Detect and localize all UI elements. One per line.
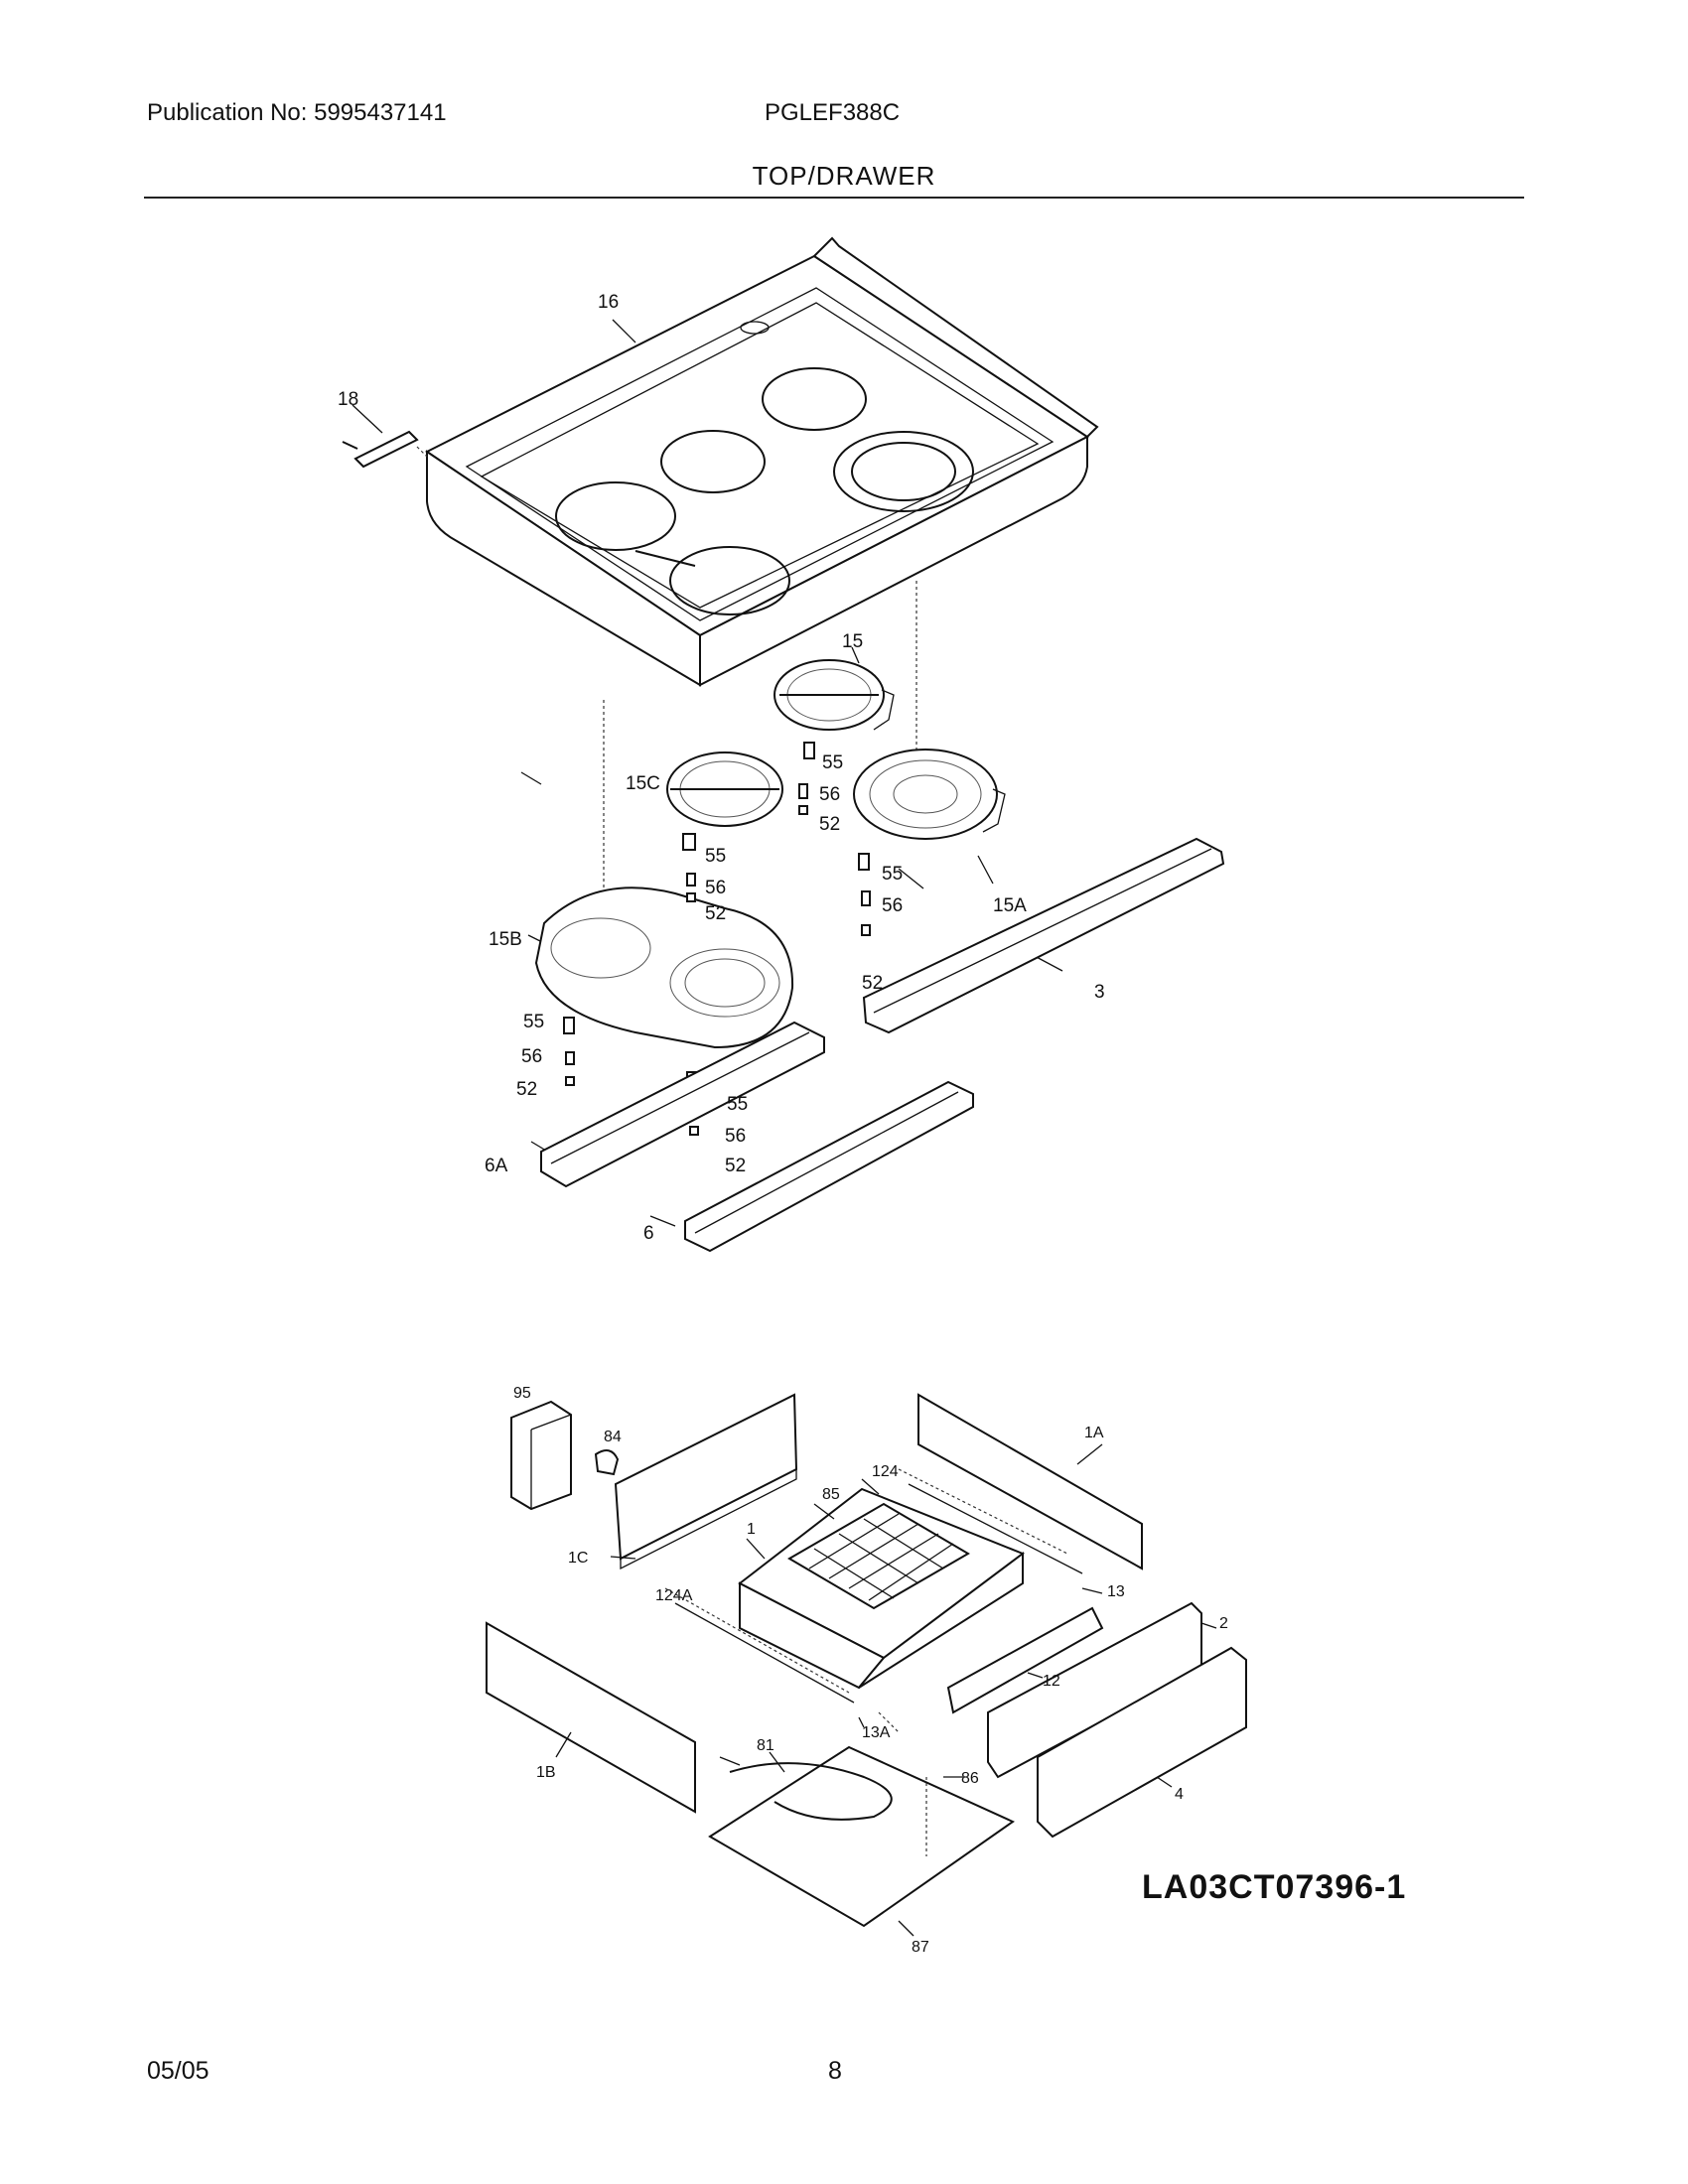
drawing-code: LA03CT07396-1 xyxy=(1142,1868,1407,1906)
callout-84: 84 xyxy=(604,1429,622,1445)
callout-6: 6 xyxy=(643,1223,654,1244)
callout-18: 18 xyxy=(338,389,358,410)
section-title: TOP/DRAWER xyxy=(752,161,936,191)
callout-56: 56 xyxy=(521,1046,542,1067)
callout-13: 13 xyxy=(1107,1583,1125,1600)
callout-15c: 15C xyxy=(626,773,660,794)
callout-15: 15 xyxy=(842,631,863,652)
callout-55: 55 xyxy=(727,1094,748,1115)
bracket-part xyxy=(342,430,428,469)
callout-86: 86 xyxy=(961,1770,979,1787)
callout-labels: 16 18 15 55 15C 56 52 55 56 52 55 56 15A… xyxy=(338,292,1228,1956)
callout-81: 81 xyxy=(757,1737,774,1754)
drawer-leader-lines xyxy=(555,1443,1217,1937)
callout-15a: 15A xyxy=(993,895,1027,916)
callout-1b: 1B xyxy=(536,1764,556,1781)
callout-6a: 6A xyxy=(485,1156,508,1176)
drawer-assembly xyxy=(486,1393,1247,1928)
support-brackets xyxy=(540,837,1225,1253)
callout-55: 55 xyxy=(523,1012,544,1032)
footer-date: 05/05 xyxy=(147,2057,210,2085)
callout-1a: 1A xyxy=(1084,1425,1104,1441)
callout-52: 52 xyxy=(725,1156,746,1176)
callout-52: 52 xyxy=(705,903,726,924)
callout-52: 52 xyxy=(516,1079,537,1100)
callout-56: 56 xyxy=(725,1126,746,1147)
cooktop-part xyxy=(425,236,1099,687)
model-number: PGLEF388C xyxy=(765,99,901,126)
header-rule xyxy=(144,197,1524,199)
leader-lines xyxy=(352,319,1063,1227)
callout-15b: 15B xyxy=(489,929,522,950)
callout-55: 55 xyxy=(705,846,726,867)
callout-56: 56 xyxy=(705,878,726,898)
page-number: 8 xyxy=(828,2057,842,2085)
callout-95: 95 xyxy=(513,1385,531,1402)
callout-52: 52 xyxy=(862,973,883,994)
callout-56: 56 xyxy=(819,784,840,805)
callout-55: 55 xyxy=(822,752,843,773)
callout-124: 124 xyxy=(872,1463,899,1480)
callout-12: 12 xyxy=(1043,1673,1060,1690)
callout-87: 87 xyxy=(912,1939,929,1956)
callout-52: 52 xyxy=(819,814,840,835)
callout-56: 56 xyxy=(882,895,903,916)
callout-3: 3 xyxy=(1094,982,1105,1003)
callout-4: 4 xyxy=(1175,1786,1184,1803)
callout-1: 1 xyxy=(747,1521,756,1538)
callout-85: 85 xyxy=(822,1486,840,1503)
publication-number: Publication No: 5995437141 xyxy=(147,99,447,126)
callout-124a: 124A xyxy=(655,1587,693,1604)
callout-13a: 13A xyxy=(862,1724,891,1741)
callout-55: 55 xyxy=(882,864,903,885)
callout-16: 16 xyxy=(598,292,619,313)
callout-2: 2 xyxy=(1219,1615,1228,1632)
heating-elements xyxy=(534,659,1006,1049)
callout-1c: 1C xyxy=(568,1550,588,1567)
